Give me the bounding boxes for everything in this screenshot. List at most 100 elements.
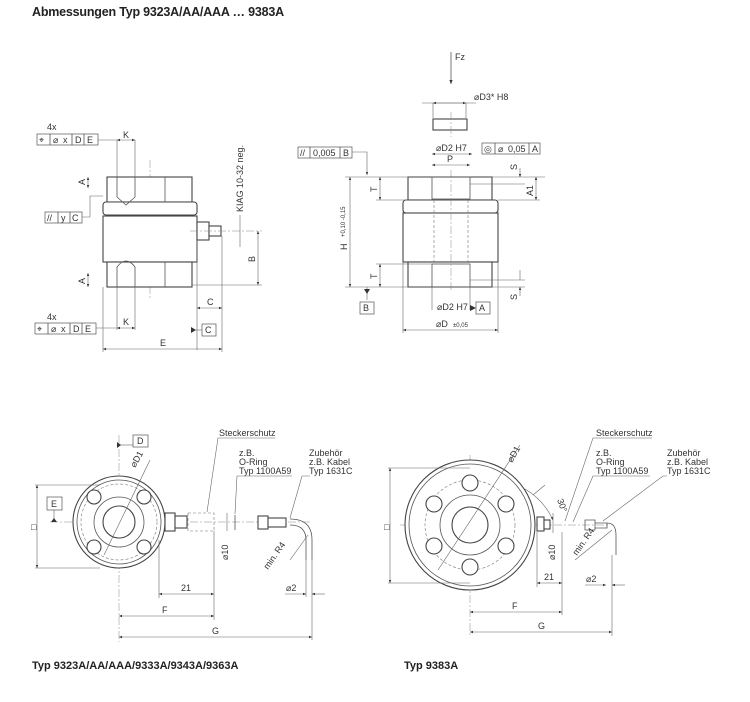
section_view-d2_top-label: ⌀D2 H7 — [436, 143, 467, 153]
mounting-holes — [425, 474, 515, 576]
side_view-labels-B-label: B — [247, 256, 257, 262]
bottom_left-F-label: F — [162, 605, 168, 615]
page-title: Abmessungen Typ 9323A/AA/AAA … 9383A — [32, 5, 284, 19]
bottom_left-square-label: □ — [31, 522, 37, 532]
bottom_right-F-label: F — [512, 601, 518, 611]
bottom_left-steckerschutz-label: Steckerschutz — [219, 428, 276, 438]
bottom_right-G-label: G — [538, 621, 545, 631]
bottom_right-d2-label: ⌀2 — [586, 574, 596, 584]
top-view-right: ⌀D1 30° □ Steckerschutz z.B. O-Ring Typ … — [384, 428, 711, 637]
threaded-hole-bottom — [116, 260, 136, 287]
section_view-labels-T-label: T — [369, 273, 379, 279]
section_view-parallel_tol-ref-label: B — [343, 148, 349, 158]
section_view-d3-label: ⌀D3* H8 — [474, 92, 508, 102]
section_view-labels-H_tol-label: +0,10 -0,15 — [341, 206, 347, 237]
bottom_right-angle-label: 30° — [555, 497, 569, 514]
count-bottom: 4x — [47, 312, 57, 322]
section_view-datum_A-label: A — [479, 303, 485, 313]
side_view-datum_C-label: C — [205, 325, 212, 335]
caption-left: Typ 9323A/AA/AAA/9333A/9343A/9363A — [32, 660, 239, 672]
section_view-labels-A1-label: A1 — [525, 185, 535, 196]
bottom_right-r4-label: min. R4 — [570, 526, 596, 557]
section-view: Fz ⌀D3* H8 ⌀D2 H7 ◎ ⌀ 0,05 A // 0,005 B … — [297, 52, 545, 333]
section_view-labels-P-label: P — [447, 154, 453, 164]
bottom_left-oring-1-label: O-Ring — [239, 457, 268, 467]
parallelism-tolerance: // 0,005 B — [297, 146, 353, 159]
cable-plug — [257, 515, 287, 530]
side_view-pos_tol-dia-label: ⌀ — [51, 324, 57, 334]
section_view-d2_bottom-label: ⌀D2 H7 — [437, 302, 468, 312]
thread-label: KIAG 10-32 neg. — [235, 145, 245, 212]
side_view-pos_tol-ref2-label: E — [85, 324, 91, 334]
side_view-parallel_tol-sym-label: // — [47, 213, 53, 223]
side_view-labels-K-label: K — [123, 317, 129, 327]
bottom_right-d1-label: ⌀D1 — [505, 444, 522, 464]
side_view-labels-E-label: E — [160, 338, 166, 348]
bottom_left-datum_D-label: D — [137, 436, 144, 446]
side_view-labels-K-label: K — [123, 130, 129, 140]
side_view-pos_tol-dia-label: ⌀ — [53, 135, 59, 145]
datum-d-box — [132, 434, 149, 448]
bottom_right-zubehoer-0-label: Zubehör — [667, 448, 701, 458]
bottom_left-G-label: G — [212, 626, 219, 636]
section_view-concentric_tol-sym-label: ◎ — [484, 144, 492, 154]
top-view-left: ⌀D1 D E □ Steckerschutz z.B. O-Ring Typ … — [31, 428, 353, 642]
side_view-labels-A-label: A — [77, 179, 87, 185]
bottom_left-r4-label: min. R4 — [261, 540, 287, 571]
section_view-labels-H-label: H — [339, 244, 349, 251]
bottom_left-oring-2-label: Typ 1100A59 — [239, 466, 291, 476]
section_view-labels-S-label: S — [509, 164, 519, 170]
position-tolerance-bottom: ⌖ ⌀ x D E — [34, 322, 97, 335]
bottom_left-zubehoer-0-label: Zubehör — [309, 448, 343, 458]
section_view-labels-S-label: S — [509, 294, 519, 300]
bottom_right-d10-label: ⌀10 — [547, 545, 557, 560]
threaded-hole-top — [116, 177, 136, 206]
side_view-pos_tol-ref2-label: E — [87, 135, 93, 145]
bottom_left-dim21-label: 21 — [181, 583, 191, 593]
bottom_left-oring-0-label: z.B. — [239, 448, 255, 458]
section_view-parallel_tol-sym-label: // — [300, 148, 306, 158]
bottom_right-square-label: □ — [384, 522, 390, 532]
position-tolerance-top: ⌖ ⌀ x D E — [36, 133, 99, 146]
caption-right: Typ 9383A — [404, 660, 459, 672]
side_view-pos_tol-sym-label: ⌖ — [39, 135, 44, 145]
concentricity-tolerance: ◎ ⌀ 0,05 A — [481, 142, 541, 155]
datum-e-box — [46, 496, 63, 511]
side_view-pos_tol-sym-label: ⌖ — [37, 324, 42, 334]
bottom_right-oring-2-label: Typ 1100A59 — [596, 466, 648, 476]
parallel-tolerance: // y C — [44, 211, 83, 224]
bottom_left-d10-label: ⌀10 — [220, 545, 230, 560]
section_view-labels-D-label: ⌀D — [436, 319, 448, 329]
side_view-labels-C-label: C — [207, 297, 214, 307]
section_view-labels-T-label: T — [369, 186, 379, 192]
side-view: 4x ⌖ ⌀ x D E K // y C A A 4x — [34, 122, 262, 352]
side_view-parallel_tol-ref-label: C — [72, 213, 79, 223]
bottom_right-zubehoer-2-label: Typ 1631C — [667, 466, 711, 476]
datum-c-box — [201, 323, 217, 337]
section_view-concentric_tol-ref-label: A — [532, 144, 538, 154]
bottom_left-d2-label: ⌀2 — [286, 583, 296, 593]
side_view-parallel_tol-val-label: y — [61, 213, 66, 223]
bottom_left-zubehoer-2-label: Typ 1631C — [309, 466, 353, 476]
connector — [164, 512, 188, 532]
datum-b-box — [359, 301, 375, 315]
count-top: 4x — [47, 122, 57, 132]
section_view-parallel_tol-val-label: 0,005 — [313, 148, 336, 158]
bottom_right-zubehoer-1-label: z.B. Kabel — [667, 457, 708, 467]
bottom_right-steckerschutz-label: Steckerschutz — [596, 428, 653, 438]
bottom_right-oring-0-label: z.B. — [596, 448, 612, 458]
section_view-labels-D_tol-label: ±0,05 — [453, 323, 469, 329]
bottom_left-d1-label: ⌀D1 — [128, 449, 145, 469]
bottom_right-dim21-label: 21 — [544, 572, 554, 582]
side_view-pos_tol-x-label: x — [61, 324, 66, 334]
bottom_left-datum_E-label: E — [51, 499, 57, 509]
section_view-concentric_tol-val-label: 0,05 — [508, 144, 526, 154]
datum-a-box — [475, 301, 491, 315]
side_view-pos_tol-ref1-label: D — [73, 324, 80, 334]
section_view-concentric_tol-dia-label: ⌀ — [498, 144, 504, 154]
section_view-datum_B-label: B — [363, 303, 369, 313]
side_view-labels-A-label: A — [77, 278, 87, 284]
force-label: Fz — [455, 52, 465, 62]
side_view-pos_tol-ref1-label: D — [75, 135, 82, 145]
